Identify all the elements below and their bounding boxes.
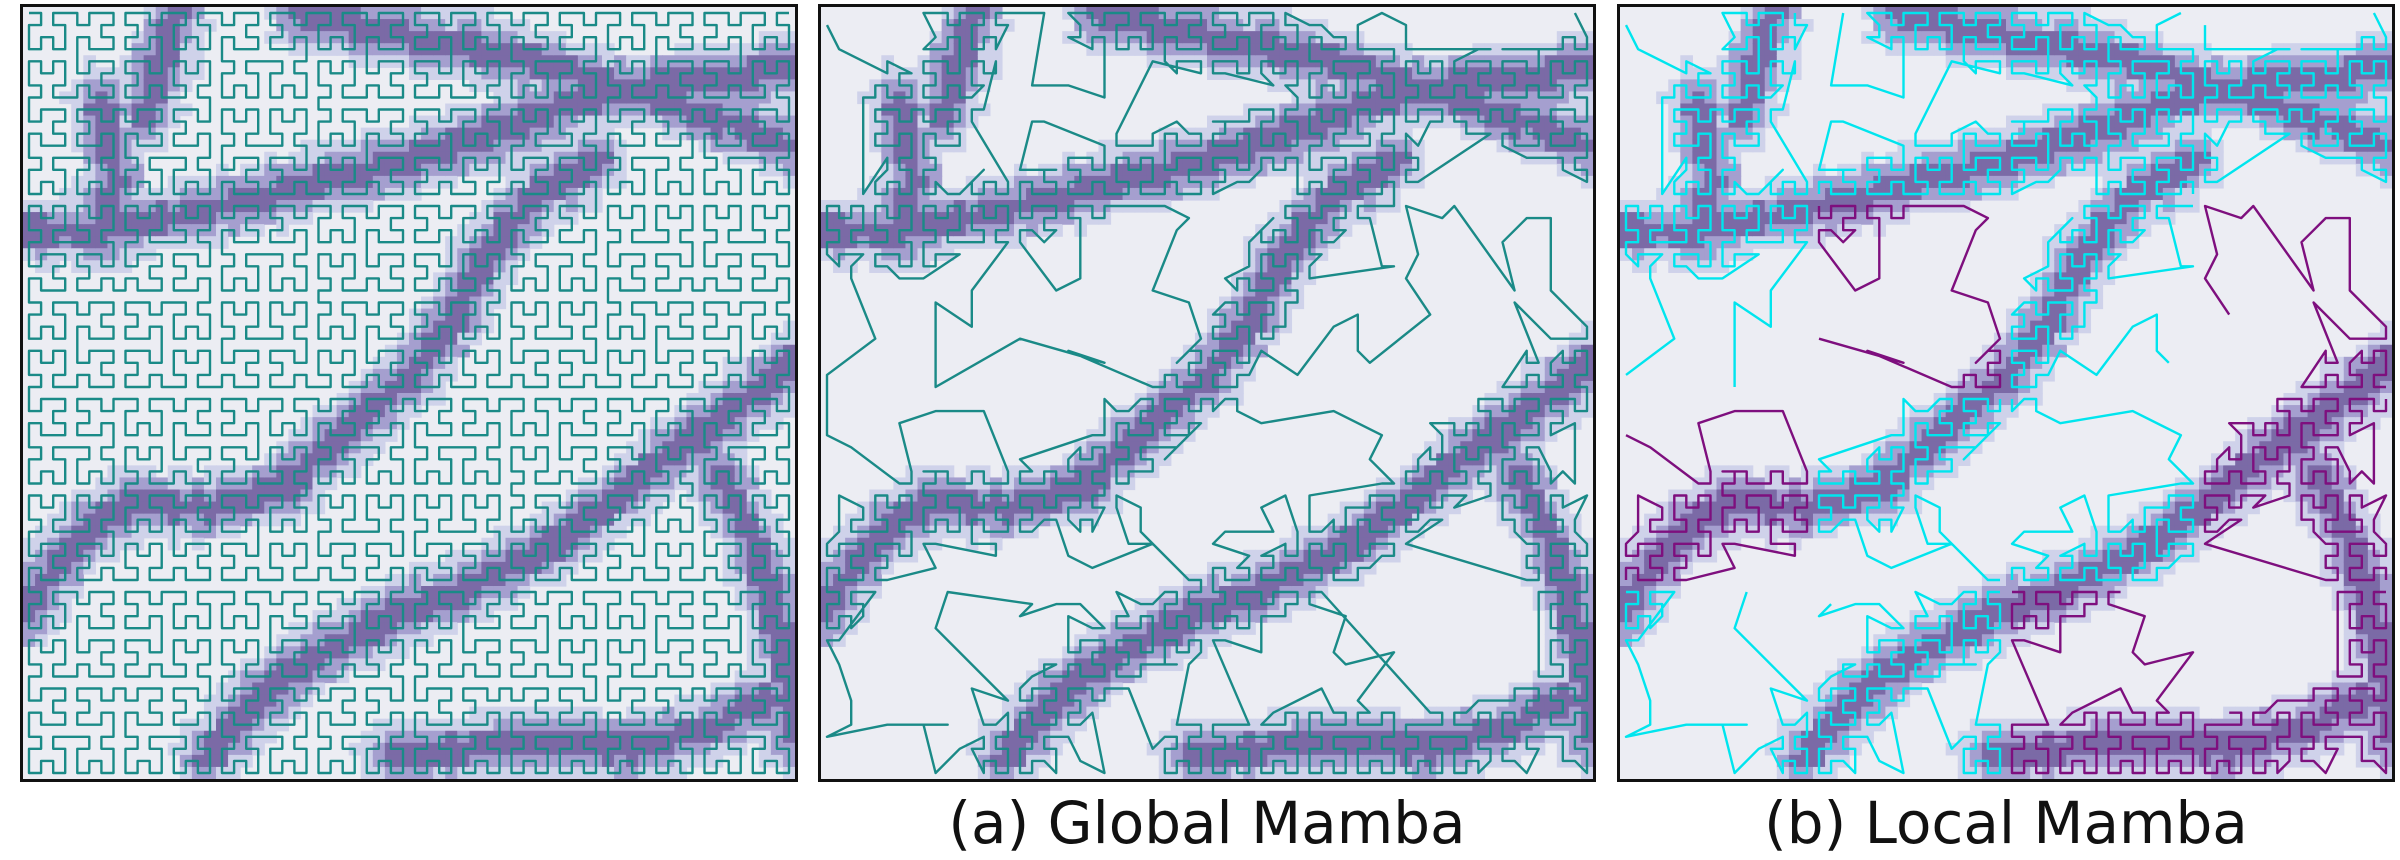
highlight-region bbox=[1620, 7, 2392, 779]
panel-global-mamba bbox=[818, 4, 1596, 782]
panel-local-mamba bbox=[1617, 4, 2395, 782]
scan-path-segment bbox=[825, 11, 1589, 775]
local-mamba-graphic bbox=[1620, 7, 2392, 779]
scan-path bbox=[825, 11, 1589, 775]
highlight-region bbox=[821, 7, 1593, 779]
scan-path bbox=[27, 11, 791, 775]
global-mamba-graphic bbox=[821, 7, 1593, 779]
panel-full-scan-path bbox=[20, 4, 798, 782]
scan-path-segment bbox=[27, 11, 791, 775]
full-scan-path-graphic bbox=[23, 7, 795, 779]
highlight-cell bbox=[1620, 573, 1633, 587]
